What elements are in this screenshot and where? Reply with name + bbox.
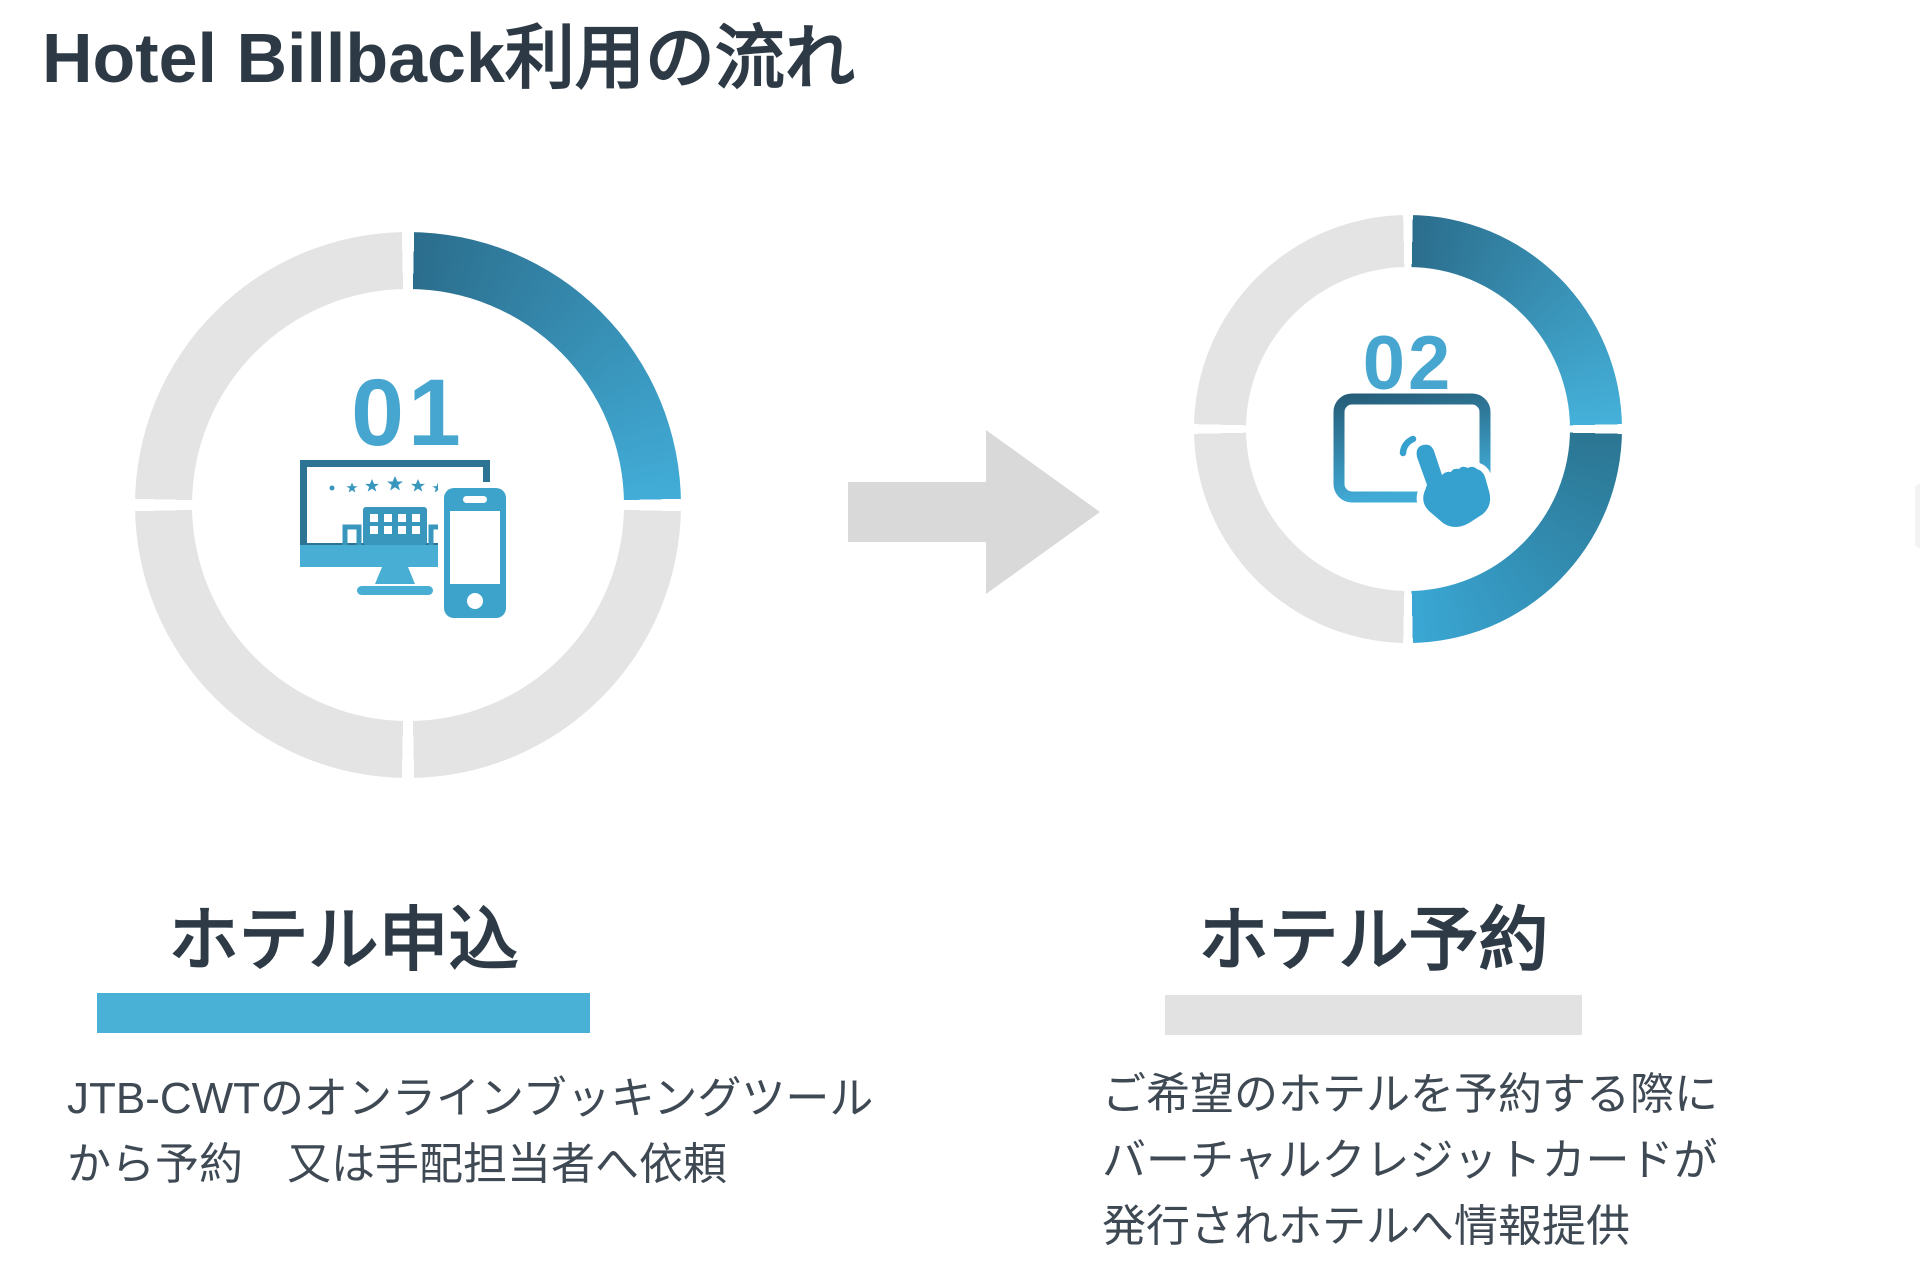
step-1-description-line-2: から予約 又は手配担当者へ依頼 [67, 1140, 727, 1189]
step-2-description-line-3: 発行されホテルへ情報提供 [1102, 1202, 1630, 1251]
step-2-description-line-1: ご希望のホテルを予約する際に [1102, 1070, 1718, 1119]
step-2-title: ホテル予約 [1198, 901, 1549, 979]
step-1-title: ホテル申込 [168, 901, 519, 979]
step-1-description: JTB-CWTのオンラインブッキングツール から予約 又は手配担当者へ依頼 [67, 1066, 873, 1198]
desktop-and-smartphone-icon [300, 460, 512, 625]
page-title: Hotel Billback利用の流れ [42, 19, 855, 97]
step-2-description-line-2: バーチャルクレジットカードが [1102, 1136, 1718, 1185]
step-1-underline [97, 993, 590, 1033]
step-2-description: ご希望のホテルを予約する際に バーチャルクレジットカードが 発行されホテルへ情報… [1102, 1062, 1718, 1260]
step-1-number: 01 [351, 360, 465, 466]
step-2-underline [1165, 995, 1582, 1035]
tablet-tap-icon [1333, 393, 1493, 534]
step-2-progress-ring: 02 [1194, 215, 1622, 643]
step-2-number: 02 [1362, 321, 1454, 406]
step-1-progress-ring: 01 [135, 232, 681, 778]
cutoff-element-fragment [1915, 484, 1920, 548]
next-step-arrow-icon [848, 430, 1100, 594]
step-1-description-line-1: JTB-CWTのオンラインブッキングツール [67, 1074, 874, 1123]
